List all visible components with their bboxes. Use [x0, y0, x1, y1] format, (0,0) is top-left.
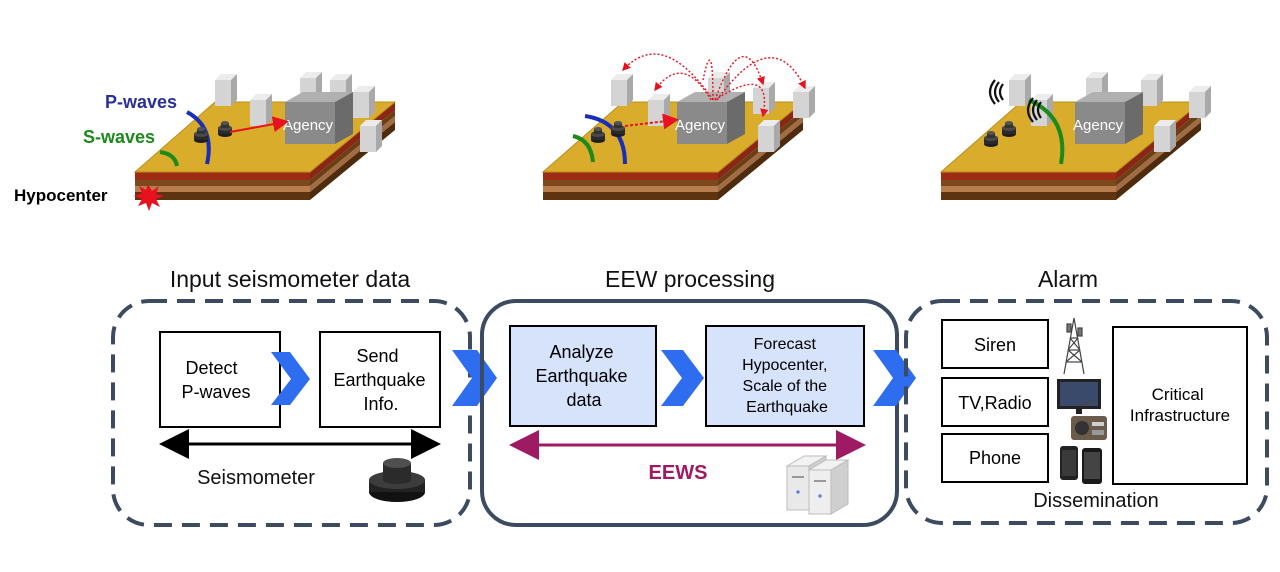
agency-building [677, 92, 745, 144]
agency-building [1075, 92, 1143, 144]
eews-label: EEWS [649, 462, 708, 484]
broadcast-arcs [622, 53, 806, 118]
analyze-line-2: Earthquake [535, 366, 627, 386]
detect-p-waves-box [159, 331, 281, 428]
infra-line-2: Infrastructure [1130, 406, 1230, 425]
siren-box [941, 319, 1049, 369]
chevron-arrow-icon [271, 352, 310, 405]
antenna-tower-icon [1063, 317, 1085, 375]
analyze-line-3: data [566, 390, 602, 410]
send-line-2: Earthquake [333, 370, 425, 390]
analyze-line-1: Analyze [549, 342, 613, 362]
chevron-arrow-icon [873, 350, 916, 406]
svg-text:Send Earthquake Info.: Send Earthquake Info. [333, 346, 430, 414]
hypocenter-label: Hypocenter [14, 186, 108, 205]
p-waves-label: P-waves [105, 92, 177, 112]
seismometer-icon [369, 458, 425, 502]
agency-building [285, 92, 353, 144]
analyze-earthquake-data-box [509, 325, 657, 427]
seismometer-label: Seismometer [197, 467, 315, 489]
infra-line-1: Critical [1152, 385, 1204, 404]
section-title-input: Input seismometer data [170, 266, 411, 292]
agency-label: Agency [283, 117, 334, 134]
radio-icon [1071, 399, 1107, 440]
agency-label: Agency [675, 117, 726, 134]
dissemination-label: Dissemination [1033, 490, 1159, 512]
critical-infrastructure-box [1112, 326, 1248, 485]
section-title-processing: EEW processing [605, 266, 775, 292]
svg-text:Critical Infrastructure: Critical Infrastructure [1130, 385, 1230, 425]
alarm-ring-icons [988, 79, 1042, 123]
input-section-frame [111, 299, 472, 527]
svg-text:Analyze Earthquake dat: Analyze Earthquake data [535, 342, 632, 410]
chevron-arrow-icon [452, 350, 497, 406]
tv-radio-label: TV,Radio [958, 393, 1031, 413]
siren-label: Siren [974, 335, 1016, 355]
s-wave-arc [159, 150, 179, 167]
send-line-3: Info. [363, 394, 398, 414]
hypocenter-burst-icon [134, 184, 164, 211]
svg-text:Forecast Hypocenter, S: Forecast Hypocenter, Scale of the Earthq… [742, 336, 832, 416]
phone-box [941, 433, 1049, 483]
section-title-alarm: Alarm [1038, 266, 1098, 292]
tv-icon [1057, 379, 1101, 414]
forecast-hypocenter-box [705, 325, 865, 427]
phone-label: Phone [969, 448, 1021, 468]
scene-3-alert: Agency [940, 72, 1211, 201]
signal-arrow [229, 116, 289, 133]
tv-radio-box [941, 377, 1049, 427]
send-earthquake-info-box [319, 331, 441, 428]
forecast-line-4: Earthquake [746, 399, 828, 416]
scene-1-wave-detection: Agency [134, 72, 396, 201]
chevron-arrow-icon [661, 350, 704, 406]
processing-section-frame [480, 299, 899, 527]
agency-label: Agency [1073, 117, 1124, 134]
smartphone-icon [1060, 446, 1102, 484]
detect-line-2: P-waves [181, 382, 250, 402]
scene-2-processing: Agency [542, 53, 815, 201]
send-line-1: Send [356, 346, 398, 366]
detect-line-1: Detect [185, 358, 237, 378]
s-waves-label: S-waves [83, 127, 155, 147]
forecast-line-3: Scale of the [743, 378, 828, 395]
forecast-line-1: Forecast [754, 336, 817, 353]
server-icon [785, 455, 850, 515]
forecast-line-2: Hypocenter, [742, 357, 827, 374]
svg-text:Detect P-waves: Detect P-waves [181, 358, 250, 402]
alarm-section-frame [904, 299, 1269, 525]
